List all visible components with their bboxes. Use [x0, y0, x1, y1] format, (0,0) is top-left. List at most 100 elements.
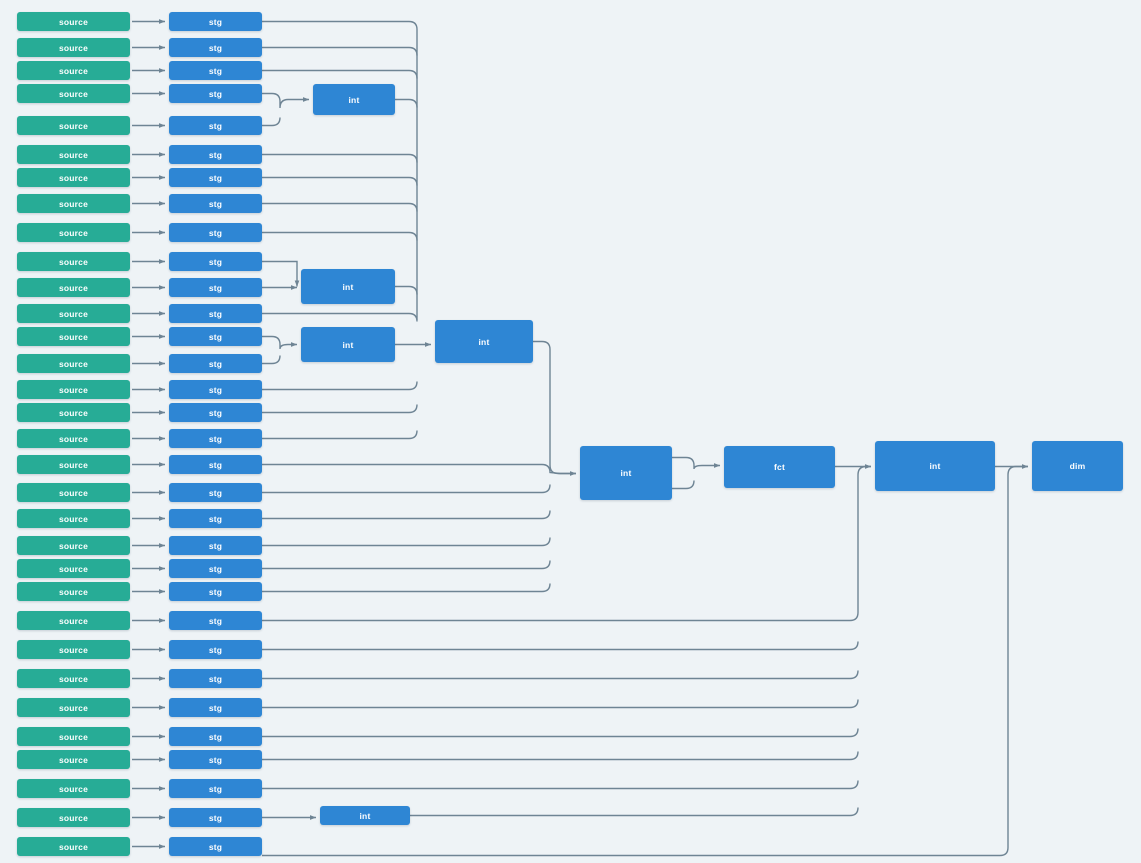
node-stg[interactable]: stg: [169, 145, 262, 164]
node-stg[interactable]: stg: [169, 354, 262, 373]
int-a-output: [395, 98, 418, 108]
node-int-e[interactable]: int: [580, 446, 672, 500]
node-source[interactable]: source: [17, 837, 130, 856]
node-stg[interactable]: stg: [169, 669, 262, 688]
node-stg[interactable]: stg: [169, 455, 262, 474]
node-source[interactable]: source: [17, 304, 130, 323]
node-source[interactable]: source: [17, 38, 130, 57]
node-stg[interactable]: stg: [169, 559, 262, 578]
node-stg[interactable]: stg: [169, 750, 262, 769]
node-stg[interactable]: stg: [169, 837, 262, 856]
node-source[interactable]: source: [17, 559, 130, 578]
node-int-g[interactable]: int: [320, 806, 410, 825]
node-source[interactable]: source: [17, 640, 130, 659]
node-stg-label: stg: [208, 384, 223, 395]
node-stg[interactable]: stg: [169, 509, 262, 528]
node-fct[interactable]: fct: [724, 446, 835, 488]
node-source[interactable]: source: [17, 168, 130, 187]
node-stg[interactable]: stg: [169, 429, 262, 448]
node-int-b[interactable]: int: [301, 269, 395, 304]
node-source[interactable]: source: [17, 455, 130, 474]
node-source-label: source: [58, 331, 89, 342]
node-stg-label: stg: [208, 702, 223, 713]
node-stg[interactable]: stg: [169, 640, 262, 659]
node-source[interactable]: source: [17, 536, 130, 555]
node-stg[interactable]: stg: [169, 727, 262, 746]
node-source[interactable]: source: [17, 779, 130, 798]
node-stg[interactable]: stg: [169, 698, 262, 717]
int-e-to-fct: [672, 456, 721, 490]
node-stg-label: stg: [208, 88, 223, 99]
node-stg[interactable]: stg: [169, 380, 262, 399]
node-int-d[interactable]: int: [435, 320, 533, 363]
node-stg[interactable]: stg: [169, 582, 262, 601]
node-source[interactable]: source: [17, 669, 130, 688]
node-stg[interactable]: stg: [169, 808, 262, 827]
node-source-label: source: [58, 754, 89, 765]
node-source[interactable]: source: [17, 727, 130, 746]
node-source[interactable]: source: [17, 252, 130, 271]
node-int-c[interactable]: int: [301, 327, 395, 362]
node-source[interactable]: source: [17, 278, 130, 297]
node-source[interactable]: source: [17, 145, 130, 164]
node-source[interactable]: source: [17, 12, 130, 31]
node-source[interactable]: source: [17, 611, 130, 630]
node-source[interactable]: source: [17, 380, 130, 399]
node-stg[interactable]: stg: [169, 194, 262, 213]
node-stg[interactable]: stg: [169, 779, 262, 798]
node-stg[interactable]: stg: [169, 611, 262, 630]
node-stg-label: stg: [208, 308, 223, 319]
node-stg[interactable]: stg: [169, 116, 262, 135]
node-source[interactable]: source: [17, 223, 130, 242]
node-source[interactable]: source: [17, 194, 130, 213]
node-dim[interactable]: dim: [1032, 441, 1123, 491]
node-source-label: source: [58, 459, 89, 470]
node-int-c-label: int: [342, 339, 354, 350]
node-stg[interactable]: stg: [169, 327, 262, 346]
node-source[interactable]: source: [17, 116, 130, 135]
node-stg[interactable]: stg: [169, 12, 262, 31]
node-stg-label: stg: [208, 459, 223, 470]
node-stg-label: stg: [208, 586, 223, 597]
node-source[interactable]: source: [17, 582, 130, 601]
node-source[interactable]: source: [17, 750, 130, 769]
node-source[interactable]: source: [17, 61, 130, 80]
node-source-label: source: [58, 563, 89, 574]
node-stg[interactable]: stg: [169, 278, 262, 297]
node-source[interactable]: source: [17, 403, 130, 422]
node-source-label: source: [58, 282, 89, 293]
node-source[interactable]: source: [17, 354, 130, 373]
node-source[interactable]: source: [17, 429, 130, 448]
node-stg[interactable]: stg: [169, 252, 262, 271]
node-stg[interactable]: stg: [169, 483, 262, 502]
node-source[interactable]: source: [17, 698, 130, 717]
node-source-label: source: [58, 88, 89, 99]
node-source[interactable]: source: [17, 509, 130, 528]
node-stg[interactable]: stg: [169, 61, 262, 80]
node-int-f[interactable]: int: [875, 441, 995, 491]
bus-550-edges: [262, 463, 577, 593]
node-source[interactable]: source: [17, 483, 130, 502]
node-source-label: source: [58, 812, 89, 823]
node-stg[interactable]: stg: [169, 536, 262, 555]
node-stg-label: stg: [208, 16, 223, 27]
node-int-a[interactable]: int: [313, 84, 395, 115]
node-stg[interactable]: stg: [169, 403, 262, 422]
node-stg-label: stg: [208, 540, 223, 551]
node-stg-label: stg: [208, 754, 223, 765]
node-stg[interactable]: stg: [169, 223, 262, 242]
node-stg-label: stg: [208, 731, 223, 742]
node-stg[interactable]: stg: [169, 84, 262, 103]
node-source[interactable]: source: [17, 84, 130, 103]
node-int-e-label: int: [620, 468, 632, 478]
node-stg[interactable]: stg: [169, 304, 262, 323]
node-source[interactable]: source: [17, 808, 130, 827]
node-stg[interactable]: stg: [169, 168, 262, 187]
node-stg-label: stg: [208, 513, 223, 524]
node-stg[interactable]: stg: [169, 38, 262, 57]
int-b-output: [395, 285, 418, 295]
node-source-label: source: [58, 615, 89, 626]
node-stg-label: stg: [208, 256, 223, 267]
node-source[interactable]: source: [17, 327, 130, 346]
